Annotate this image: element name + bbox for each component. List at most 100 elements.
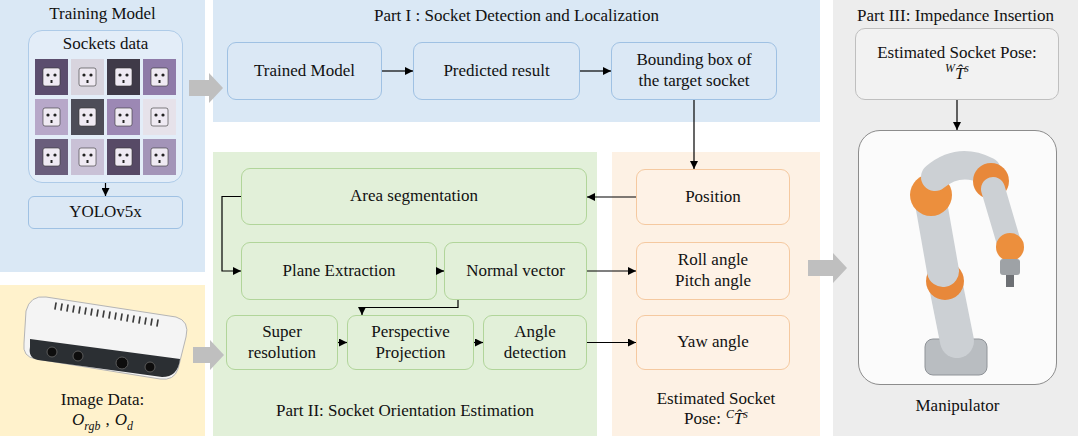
- socket-thumbnails: [35, 57, 178, 179]
- box-label: Trained Model: [254, 61, 355, 80]
- flow-arrow: [580, 70, 611, 71]
- process-box: Bounding box of the target socket: [611, 42, 777, 100]
- flow-arrow: [587, 270, 636, 271]
- process-box: Roll angle Pitch angle: [636, 242, 790, 300]
- process-box: Position: [636, 169, 790, 225]
- text-line: Part I : Socket Detection and Localizati…: [213, 6, 820, 27]
- text-group: Part III: Impedance Insertion: [833, 6, 1078, 27]
- flow-arrow: [222, 197, 241, 272]
- box-label: Normal vector: [466, 261, 565, 280]
- text-line: Estimated Socket Pose:CT̂s: [641, 389, 791, 430]
- text-group: Angle detection: [495, 322, 575, 363]
- text-group: Training Model: [0, 4, 205, 25]
- text-group: Super resolution: [242, 322, 322, 363]
- text-line: Part II: Socket Orientation Estimation: [213, 401, 597, 422]
- thumbnail-grid: [35, 59, 176, 175]
- text-group: Image Data:Orgb,Od: [0, 390, 205, 431]
- flow-arrow: [587, 196, 636, 197]
- text-group: Yaw angle: [677, 332, 748, 353]
- text-line: Normal vector: [466, 261, 565, 282]
- panel-title: O: [72, 410, 84, 429]
- panel-title: ,: [105, 410, 109, 429]
- text-line: YOLOv5x: [69, 202, 142, 223]
- text-group: Bounding box of the target socket: [627, 50, 762, 91]
- box-label: Estimated Socket Pose:: [877, 43, 1037, 62]
- text-line: Bounding box of the target socket: [627, 50, 762, 91]
- box-label: Plane Extraction: [283, 261, 396, 280]
- text-line: Image Data:: [0, 390, 205, 411]
- panel: Part II: Socket Orientation Estimation Ar…: [213, 152, 597, 436]
- box-label: Angle detection: [504, 322, 566, 362]
- text-line: Sockets data: [29, 34, 182, 55]
- panel-title: T̂: [734, 409, 743, 428]
- box-label: s: [964, 61, 969, 75]
- box-label: Bounding box of the target socket: [636, 50, 751, 90]
- data-box: Sockets data: [28, 30, 183, 183]
- box-label: Perspective Projection: [371, 322, 449, 362]
- text-line: Position: [685, 187, 741, 208]
- panel-title: s: [743, 407, 748, 421]
- text-group: Part I : Socket Detection and Localizati…: [213, 6, 820, 27]
- text-line: Roll angle Pitch angle: [663, 250, 763, 291]
- panel: Part III: Impedance InsertionEstimated S…: [833, 0, 1078, 436]
- robot-box: Manipulator: [858, 130, 1057, 385]
- panel: Training Model Sockets dataYOLOv5x: [0, 0, 205, 272]
- text-line: Orgb,Od: [0, 410, 205, 431]
- panel-title: Estimated Socket Pose:: [657, 389, 776, 429]
- flow-arrow: [437, 270, 444, 271]
- panel-title: Part III: Impedance Insertion: [857, 6, 1054, 25]
- text-group: Position: [685, 187, 741, 208]
- text-line: Area segmentation: [350, 186, 478, 207]
- panel-title: rgb: [84, 419, 100, 433]
- panel-title: Manipulator: [915, 396, 999, 415]
- process-box: YOLOv5x: [28, 196, 183, 229]
- text-line: Estimated Socket Pose:: [877, 43, 1037, 64]
- process-box: Yaw angle: [636, 315, 790, 370]
- block-arrow: [189, 73, 223, 103]
- text-group: Trained Model: [254, 61, 355, 82]
- panel-title: C: [726, 407, 734, 421]
- panel-title: O: [115, 410, 127, 429]
- panel-title: Sockets data: [63, 34, 148, 53]
- panel: Part I : Socket Detection and Localizati…: [213, 0, 820, 122]
- text-group: Estimated Socket Pose:CT̂s: [612, 389, 820, 430]
- text-group: Estimated Socket Pose:WT̂s: [877, 43, 1037, 84]
- flow-arrow: [382, 70, 413, 71]
- depth-camera: [16, 289, 194, 385]
- process-box: Super resolution: [226, 315, 338, 370]
- text-line: Super resolution: [242, 322, 322, 363]
- flow-arrow: [338, 342, 347, 343]
- box-label: T̂: [955, 64, 964, 83]
- text-group: Sockets data: [29, 34, 182, 55]
- text-line: Angle detection: [495, 322, 575, 363]
- text-group: Plane Extraction: [283, 261, 396, 282]
- flow-arrow: [105, 183, 106, 196]
- text-group: Perspective Projection: [356, 322, 466, 363]
- block-arrow: [808, 253, 847, 283]
- panel: Image Data:Orgb,Od: [0, 285, 205, 436]
- text-line: Yaw angle: [677, 332, 748, 353]
- text-line: Plane Extraction: [283, 261, 396, 282]
- text-group: Part II: Socket Orientation Estimation: [213, 401, 597, 422]
- text-line: Manipulator: [859, 396, 1056, 417]
- process-box: Plane Extraction: [241, 242, 437, 300]
- flow-arrow: [956, 100, 957, 130]
- process-box: Trained Model: [227, 42, 382, 100]
- box-label: YOLOv5x: [69, 202, 142, 221]
- process-box: Predicted result: [413, 42, 580, 100]
- text-line: Trained Model: [254, 61, 355, 82]
- process-box: Area segmentation: [241, 168, 587, 225]
- panel-title: Part I : Socket Detection and Localizati…: [374, 6, 659, 25]
- text-group: Area segmentation: [350, 186, 478, 207]
- process-box: Angle detection: [483, 315, 587, 370]
- pose-box: Estimated Socket Pose:WT̂s: [855, 28, 1059, 100]
- block-arrow: [193, 340, 224, 370]
- box-label: Predicted result: [443, 61, 549, 80]
- flow-arrow: [587, 342, 636, 343]
- box-label: Area segmentation: [350, 186, 478, 205]
- text-group: Manipulator: [859, 396, 1056, 417]
- panel-title: Image Data:: [61, 390, 145, 409]
- text-line: Part III: Impedance Insertion: [833, 6, 1078, 27]
- box-label: Yaw angle: [677, 332, 748, 351]
- text-group: YOLOv5x: [69, 202, 142, 223]
